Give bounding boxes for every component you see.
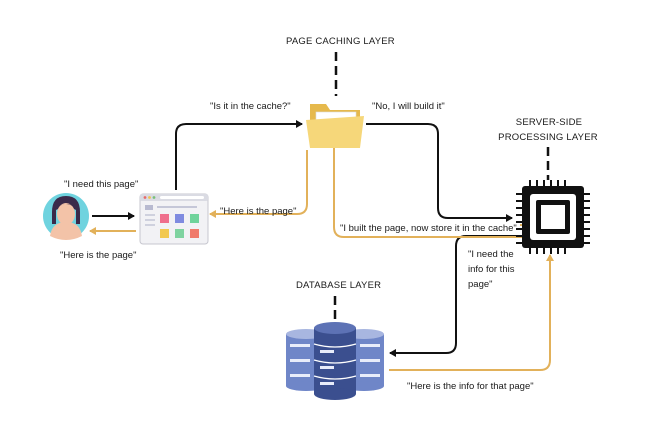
msg-need-info-line2: info for this [468,264,515,275]
user-avatar-icon [43,193,89,240]
browser-window-icon [139,193,209,245]
database-layer-label: DATABASE LAYER [296,280,382,291]
msg-here-info: "Here is the info for that page" [407,381,534,392]
database-icon [286,322,384,400]
folder-icon [306,104,364,148]
msg-need-info-line3: page" [468,279,493,290]
msg-no-build: "No, I will build it" [372,101,445,112]
msg-built-store: "I built the page, now store it in the c… [340,223,517,234]
arrow-browser-to-cache [175,120,303,190]
arrow-cache-to-browser [209,150,308,218]
msg-need-info-line1: "I need the [468,249,514,260]
arrow-server-to-cache [330,139,531,238]
cpu-chip-icon [516,180,590,254]
msg-here-page-cache: "Here is the page" [220,206,297,217]
msg-is-in-cache: "Is it in the cache?" [210,101,291,112]
arrow-cache-to-server [366,123,513,222]
msg-need-page: "I need this page" [64,179,139,190]
server-side-layer-label-line2: PROCESSING LAYER [498,132,598,143]
arrow-database-to-server [389,254,554,371]
msg-here-page-user: "Here is the page" [60,250,137,261]
page-caching-layer-label: PAGE CACHING LAYER [286,36,395,47]
server-side-layer-label-line1: SERVER-SIDE [515,117,583,128]
